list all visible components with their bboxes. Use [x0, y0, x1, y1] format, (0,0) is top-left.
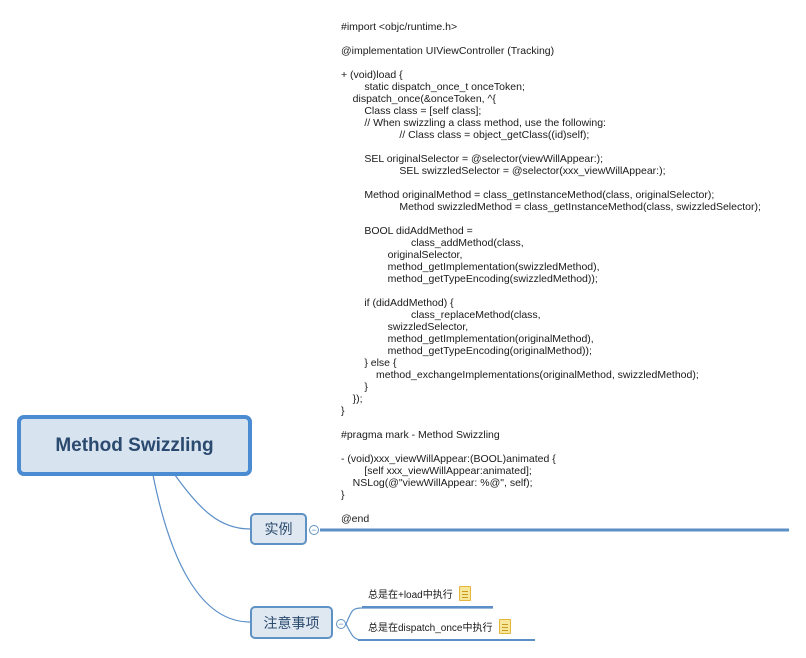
collapse-toggle-notes[interactable]: − [336, 619, 346, 629]
subtopic-load[interactable]: 总是在+load中执行 [368, 586, 471, 601]
topic-example-label: 实例 [264, 521, 293, 537]
example-code-block: #import <objc/runtime.h> @implementation… [341, 21, 761, 525]
subtopic-dispatch-label: 总是在dispatch_once中执行 [368, 623, 493, 634]
subtopic-load-label: 总是在+load中执行 [368, 590, 453, 601]
connector-root-to-notes [152, 474, 251, 623]
topic-notes-label: 注意事项 [263, 614, 320, 631]
note-icon[interactable] [458, 586, 471, 601]
root-topic[interactable]: Method Swizzling [17, 415, 252, 476]
connector-notes-to-load [345, 607, 493, 625]
subtopic-dispatch-once[interactable]: 总是在dispatch_once中执行 [368, 619, 511, 634]
connector-root-to-example [174, 474, 251, 530]
root-topic-label: Method Swizzling [55, 434, 214, 456]
note-icon[interactable] [498, 619, 511, 634]
topic-example[interactable]: 实例 [250, 513, 307, 545]
collapse-toggle-example[interactable]: − [309, 525, 319, 535]
topic-notes[interactable]: 注意事项 [250, 606, 333, 639]
